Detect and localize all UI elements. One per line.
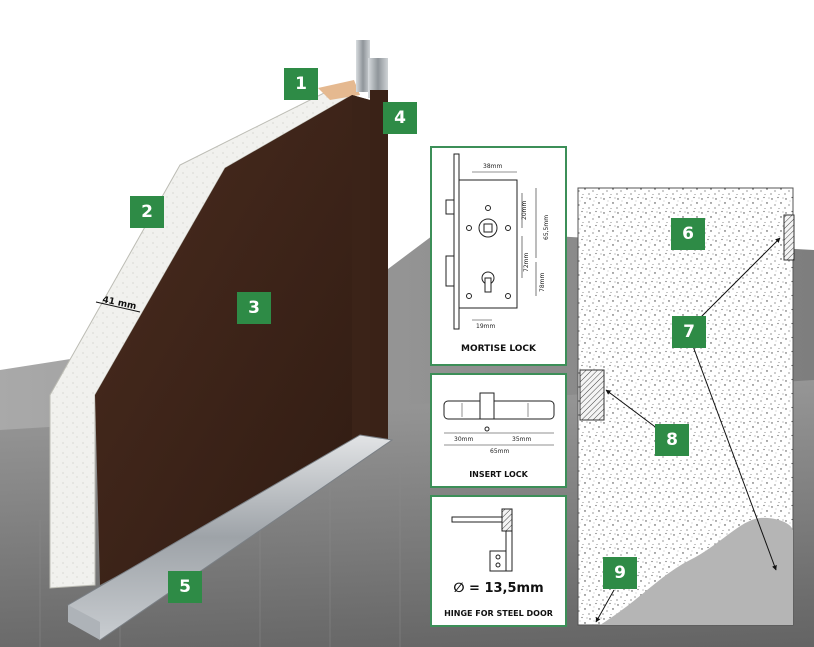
- badge-5: 5: [168, 571, 202, 603]
- hinge-side-cutaway: [600, 517, 793, 625]
- insert-lock-panel: 30mm 35mm 65mm INSERT LOCK: [430, 373, 567, 488]
- dim-65mm: 65mm: [490, 448, 509, 455]
- dim-38mm: 38mm: [483, 163, 502, 170]
- mortise-lock-panel: 38mm 20mm 65,5mm 72mm 78mm 19mm MORTISE …: [430, 146, 567, 366]
- mortise-lock-drawing: 38mm 20mm 65,5mm 72mm 78mm 19mm: [445, 153, 550, 330]
- door-face-steel: [95, 95, 370, 585]
- badge-1: 1: [284, 68, 318, 100]
- vertical-profile-body: [370, 90, 388, 440]
- arrow-7-up: [689, 237, 781, 329]
- floor-stripes: [39, 460, 401, 647]
- wood-frame-strip: [318, 80, 360, 100]
- dim-65-5mm: 65,5mm: [543, 215, 550, 240]
- reinforcement-strip: [783, 214, 795, 261]
- vertical-profile-top: [356, 40, 370, 92]
- dim-20mm: 20mm: [521, 201, 528, 220]
- badge-3: 3: [237, 292, 271, 324]
- hinge-diameter: ∅ = 13,5mm: [453, 581, 544, 596]
- badge-8: 8: [655, 424, 689, 456]
- hinge-drawing: [451, 508, 513, 572]
- badge-9: 9: [603, 557, 637, 589]
- arrow-8: [605, 389, 663, 433]
- insert-lock-caption: INSERT LOCK: [469, 470, 528, 479]
- dim-19mm: 19mm: [476, 323, 495, 330]
- badge-2: 2: [130, 196, 164, 228]
- badge-7: 7: [672, 316, 706, 348]
- hinge-caption: HINGE FOR STEEL DOOR: [444, 609, 553, 618]
- dim-72mm: 72mm: [523, 253, 530, 272]
- badge-4: 4: [383, 102, 417, 134]
- insert-lock-drawing: 30mm 35mm 65mm: [443, 392, 555, 455]
- vertical-profile-flange: [368, 58, 388, 98]
- badge-6: 6: [671, 218, 705, 250]
- mortise-lock-caption: MORTISE LOCK: [460, 344, 537, 354]
- dim-78mm: 78mm: [539, 273, 546, 292]
- vertical-steel-profile: [352, 95, 370, 448]
- dim-35mm: 35mm: [512, 436, 531, 443]
- hinge-panel: ∅ = 13,5mm HINGE FOR STEEL DOOR: [430, 495, 567, 627]
- lock-pocket: [579, 369, 605, 421]
- thickness-dimension-line: [95, 301, 141, 313]
- dim-30mm: 30mm: [454, 436, 473, 443]
- arrow-9: [595, 589, 615, 623]
- arrow-7-down: [689, 337, 777, 571]
- bottom-profile-end: [68, 605, 100, 640]
